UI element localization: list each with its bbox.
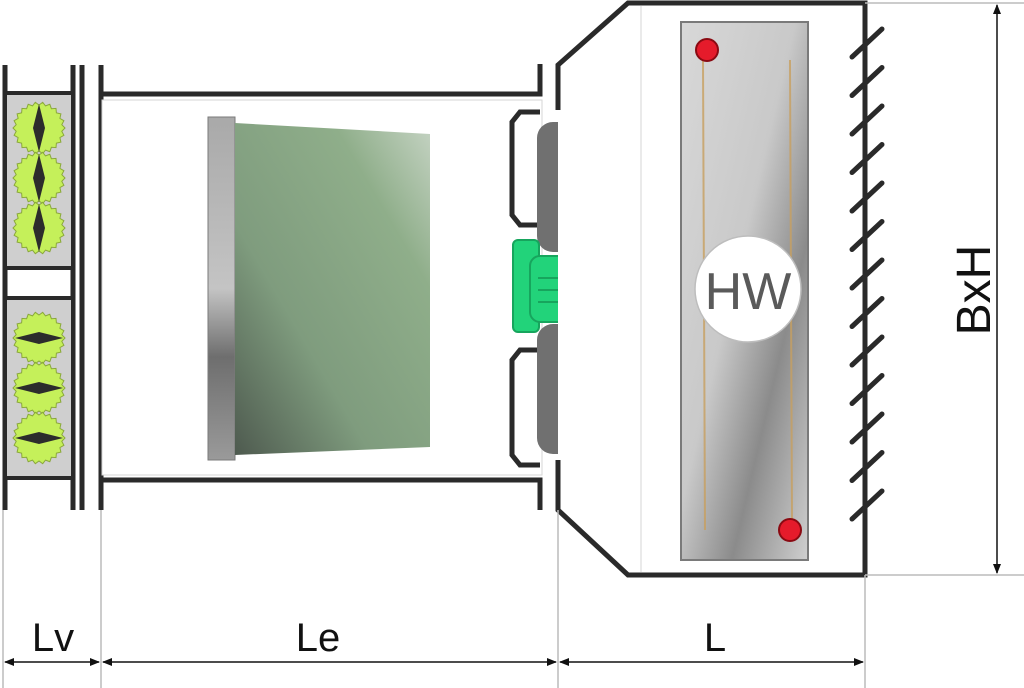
filter-housing-top: [101, 64, 543, 97]
damper-blade-vane: [33, 154, 45, 202]
grille-slat: [849, 450, 885, 483]
damper-blade-vane: [33, 204, 45, 252]
dim-label-le: Le: [296, 616, 341, 660]
grille-slat: [849, 411, 885, 445]
grille-slat: [849, 488, 885, 522]
heater-connection-top-dot: [695, 38, 719, 62]
grille-slat: [849, 296, 885, 329]
grille-slat: [849, 373, 885, 406]
damper-section: [2, 65, 76, 510]
outlet-grille: [849, 26, 885, 522]
filter-section: [101, 64, 603, 510]
dim-label-lv: Lv: [32, 616, 74, 660]
heater-connection-bottom-dot: [778, 518, 802, 542]
dim-label-bxh: BxH: [948, 245, 1001, 336]
grille-slat: [849, 103, 885, 137]
filter-housing-bottom: [101, 477, 543, 510]
dim-label-l: L: [704, 616, 726, 660]
fan-bracket-bottom: [509, 347, 540, 468]
hw-label: HW: [705, 263, 792, 321]
filter-panel: [235, 123, 430, 455]
damper-blade-vane: [15, 382, 63, 394]
grille-slat: [849, 26, 885, 60]
damper-blades: [12, 101, 66, 465]
damper-blade-vane: [15, 432, 63, 444]
grille-slat: [849, 65, 885, 98]
heater-section: HW: [555, 0, 885, 578]
fan-bracket-top: [509, 109, 540, 228]
grille-slat: [849, 257, 885, 291]
damper-blade-vane: [15, 332, 63, 344]
damper-blade-vane: [33, 104, 45, 152]
grille-slat: [849, 180, 885, 214]
filter-frame: [207, 116, 236, 461]
grille-slat: [849, 334, 885, 368]
grille-slat: [849, 142, 885, 175]
hw-badge: [694, 235, 802, 343]
grille-slat: [849, 219, 885, 252]
